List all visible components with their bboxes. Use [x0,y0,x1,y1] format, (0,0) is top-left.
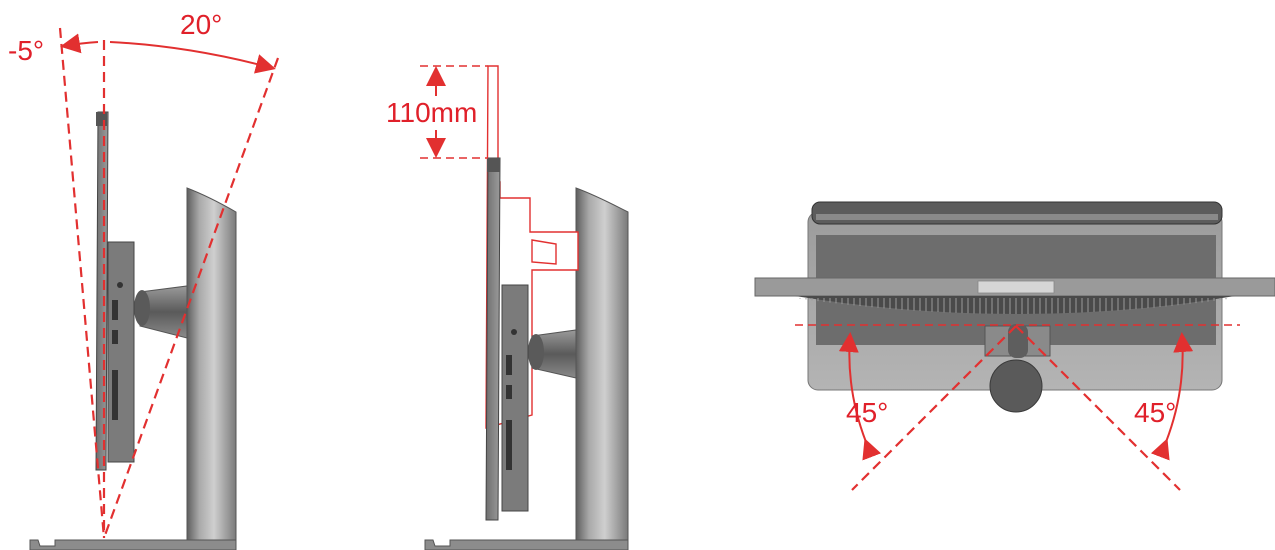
monitor-panel [485,157,501,521]
height-label: 110mm [386,97,477,128]
stand-base [29,539,237,550]
swivel-right-arc [1150,332,1194,461]
swivel-right-line [1015,325,1181,491]
stand-column [575,187,629,541]
stand-knob [989,359,1043,413]
swivel-left-label: 45° [846,397,888,428]
tilt-back-label: 20° [180,9,222,40]
tilt-back-arc [109,41,276,74]
swivel-left-arc [838,332,882,461]
monitor-panel [95,111,109,471]
stand-base [424,539,629,550]
tilt-view: -5° 20° [8,9,280,550]
monitor-rear-housing [501,284,529,512]
tilt-forward-arc [60,33,99,54]
swivel-left-line [851,325,1017,491]
monitor-rear-vents [795,296,1235,314]
tilt-back-line [102,57,280,539]
swivel-right-label: 45° [1134,397,1176,428]
monitor-rear-housing [107,241,135,463]
tilt-forward-line [58,27,106,539]
height-view: 110mm [384,65,629,550]
tilt-forward-label: -5° [8,35,44,66]
stand-top-handle [811,201,1223,225]
swivel-view: 45° 45° [754,201,1275,491]
